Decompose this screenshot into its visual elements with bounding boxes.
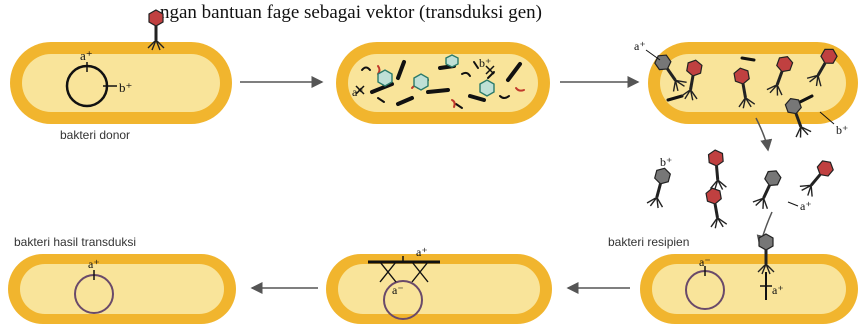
phage-icon <box>707 149 726 190</box>
gene-label-a-plus: a⁺ <box>772 283 784 297</box>
label-donor-bacterium: bakteri donor <box>60 128 130 142</box>
released-phages: b⁺ a⁺ <box>647 149 837 229</box>
phage-icon <box>799 157 837 198</box>
donor-bacterium: a⁺ b⁺ <box>10 10 232 124</box>
transduced-bacterium: a⁺ <box>8 254 236 324</box>
gene-label-b-plus: b⁺ <box>836 123 848 137</box>
gene-label-a-plus: a⁺ <box>80 48 93 63</box>
gene-label-b-plus: b⁺ <box>119 80 132 95</box>
gene-label-a-minus: a⁻ <box>392 283 404 297</box>
gene-label-a-plus: a⁺ <box>88 257 100 271</box>
phage-icon <box>704 187 727 229</box>
lysing-bacterium: b⁺ a⁺ <box>336 42 550 124</box>
gene-label-a-plus: a⁺ <box>416 245 428 259</box>
phage-icon <box>752 168 783 211</box>
label-transduced-bacterium: bakteri hasil transduksi <box>14 235 136 249</box>
gene-label-b-plus: b⁺ <box>479 56 491 70</box>
top-text-fragment: ngan bantuan fage sebagai vektor (transd… <box>160 2 542 23</box>
burst-bacterium: a⁺ b⁺ <box>634 39 858 139</box>
gene-label-b-plus: b⁺ <box>660 155 672 169</box>
recombining-bacterium: a⁺ a⁻ <box>326 245 552 324</box>
gene-label-a-plus: a⁺ <box>800 199 812 213</box>
gene-label-a-plus: a⁺ <box>634 39 646 53</box>
label-recipient-bacterium: bakteri resipien <box>608 235 689 249</box>
phage-icon <box>647 166 673 209</box>
gene-label-a-minus: a⁻ <box>699 255 711 269</box>
gene-label-a-plus: a⁺ <box>352 85 364 99</box>
